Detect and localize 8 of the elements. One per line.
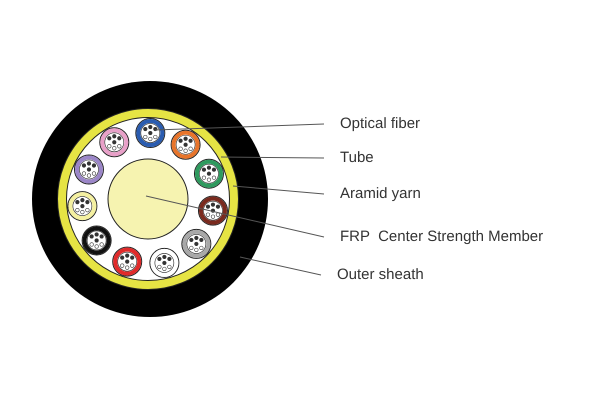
leader-line: [240, 256, 322, 276]
leader-line: [154, 124, 324, 130]
part-label: Tube: [340, 149, 374, 167]
part-label: Optical fiber: [340, 115, 420, 133]
leader-line: [232, 186, 324, 194]
part-label: FRP Center Strength Member: [340, 228, 544, 246]
part-label: Outer sheath: [337, 266, 424, 284]
part-label: Aramid yarn: [340, 185, 421, 203]
